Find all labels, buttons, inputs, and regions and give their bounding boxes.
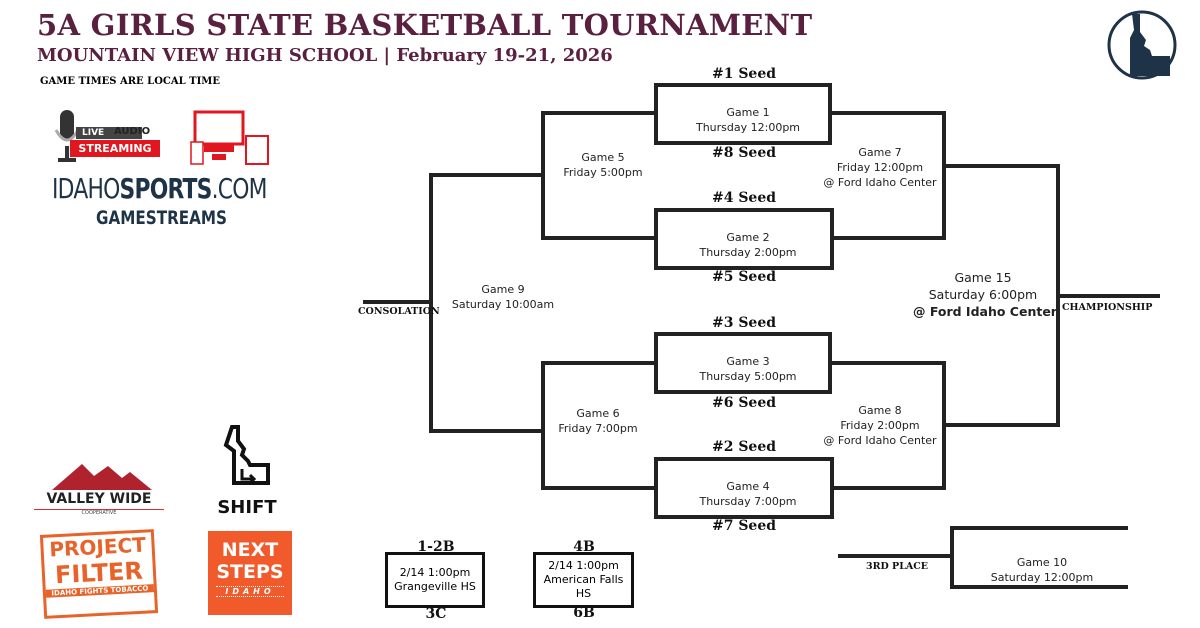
seed-1: #1 Seed	[711, 66, 777, 82]
play-in-2-bottom: 6B	[573, 605, 595, 621]
local-time-note: GAME TIMES ARE LOCAL TIME	[40, 76, 220, 87]
seed-3: #3 Seed	[711, 315, 777, 331]
seed-5: #5 Seed	[711, 269, 777, 285]
third-place-label: 3RD PLACE	[866, 561, 929, 572]
idahosports-streaming-logo: LIVE AUDIO STREAMING IDAHOSPORTS.COM GAM…	[52, 110, 272, 230]
seed-7: #7 Seed	[711, 518, 777, 534]
seed-6: #6 Seed	[711, 395, 777, 411]
seed-8: #8 Seed	[711, 145, 777, 161]
play-in-1-top: 1-2B	[417, 539, 455, 555]
consolation-label: CONSOLATION	[358, 306, 440, 317]
devices-icon	[190, 110, 269, 165]
idaho-logo-icon	[1107, 10, 1177, 80]
page-title: 5A GIRLS STATE BASKETBALL TOURNAMENT	[37, 8, 813, 42]
championship-label: CHAMPIONSHIP	[1062, 302, 1153, 313]
seed-4: #4 Seed	[711, 190, 777, 206]
next-steps-logo: NEXT STEPS IDAHO	[208, 531, 292, 615]
valley-wide-logo: VALLEY WIDE COOPERATIVE	[34, 460, 164, 518]
page-subtitle: MOUNTAIN VIEW HIGH SCHOOL | February 19-…	[37, 45, 613, 66]
seed-2: #2 Seed	[711, 439, 777, 455]
play-in-1-bottom: 3C	[425, 606, 447, 622]
play-in-2-top: 4B	[573, 539, 595, 555]
shift-logo: SHIFT	[212, 425, 282, 520]
